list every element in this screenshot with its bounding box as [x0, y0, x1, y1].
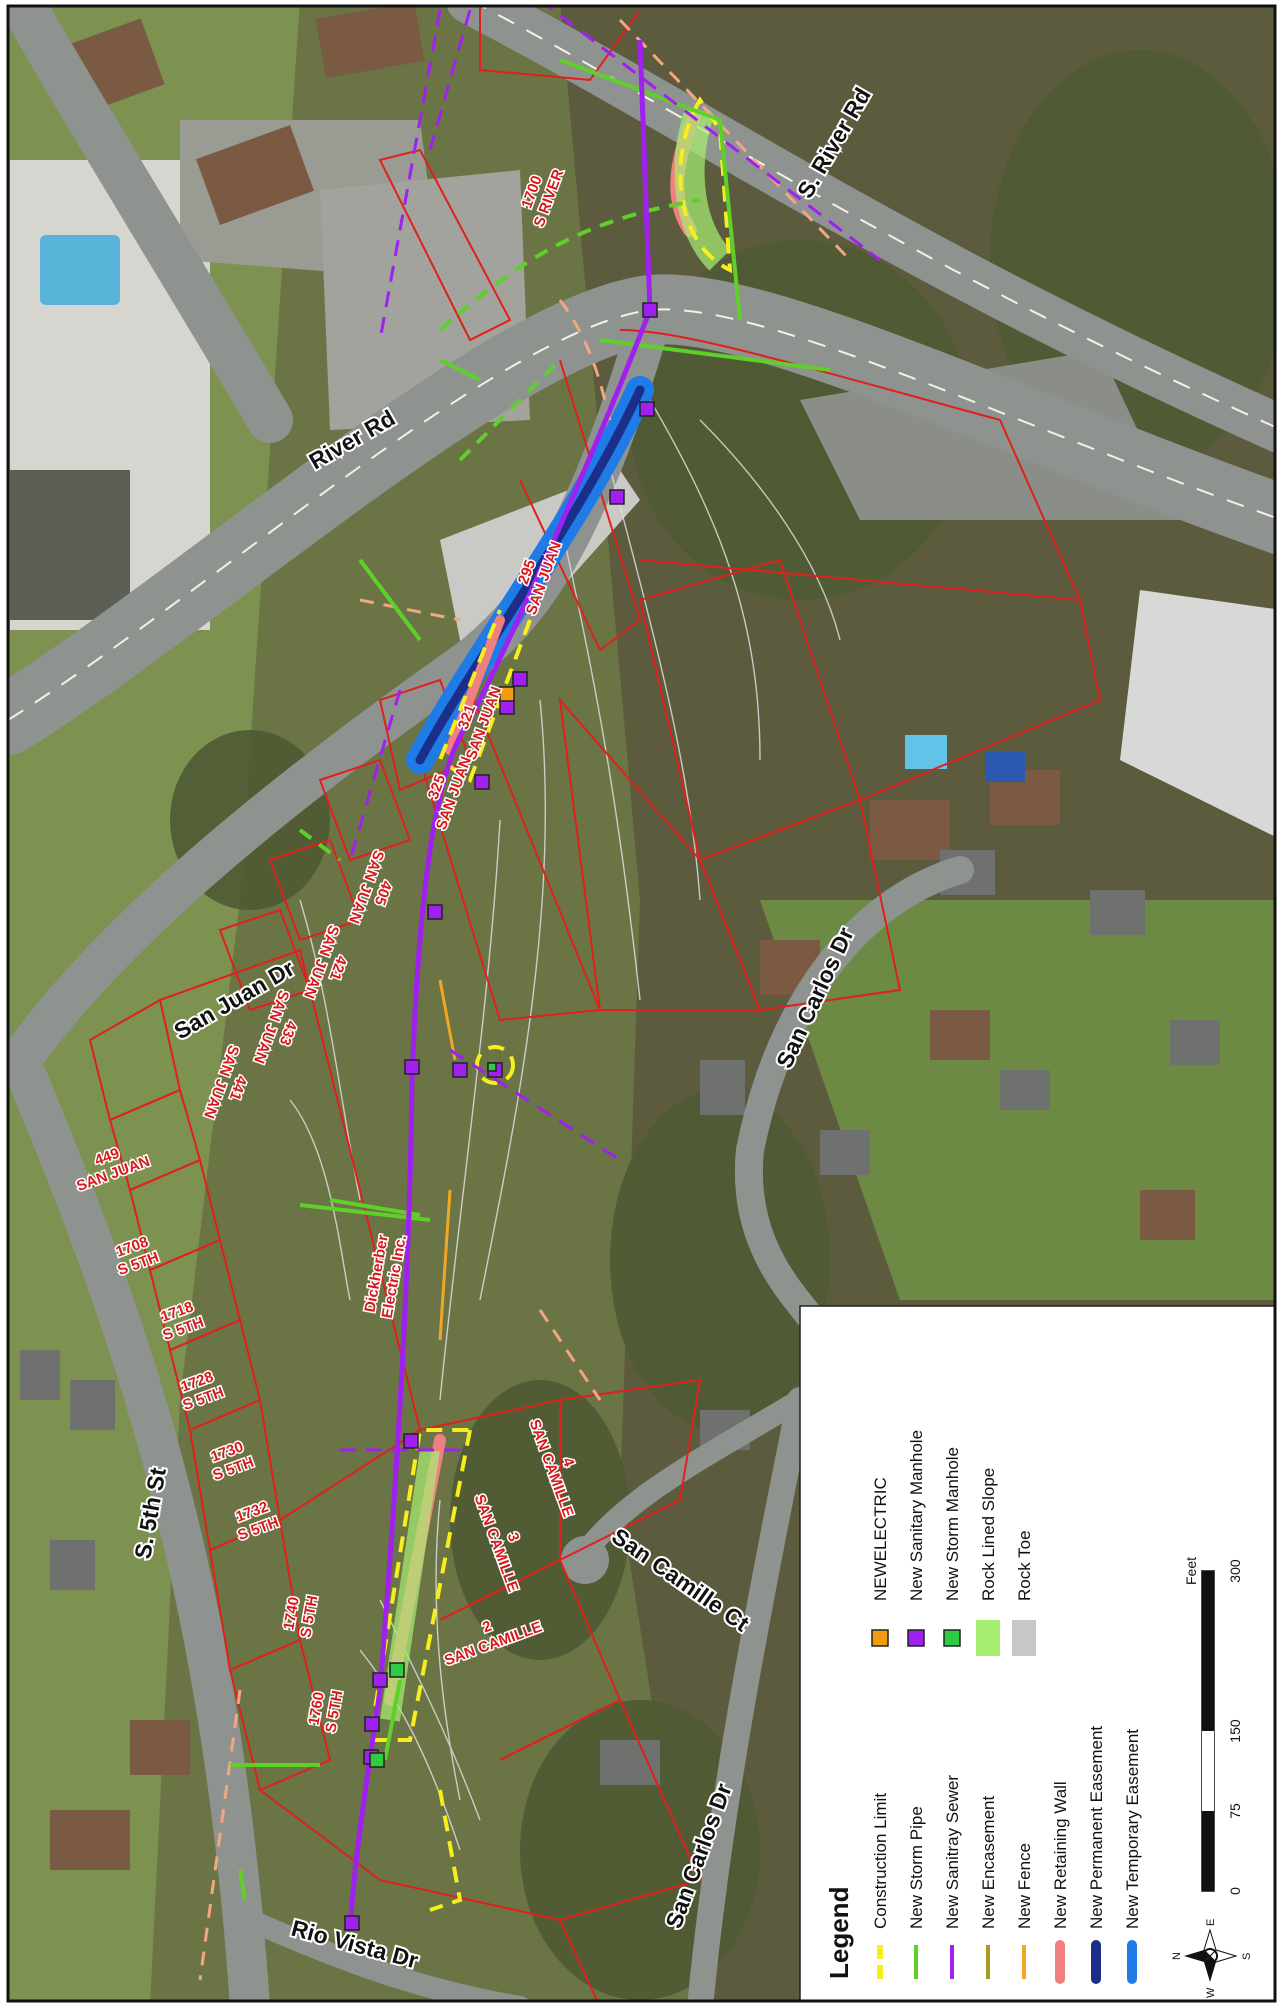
legend-item-sanitary-sewer: New Sanitray Sewer	[943, 1775, 962, 1979]
svg-text:New Retaining Wall: New Retaining Wall	[1051, 1781, 1070, 1929]
permanent-easement	[415, 385, 645, 765]
svg-text:New Encasement: New Encasement	[979, 1795, 998, 1929]
legend-item-rock-toe: Rock Toe	[1012, 1530, 1036, 1656]
svg-text:New Sanitray Sewer: New Sanitray Sewer	[943, 1775, 962, 1929]
parcel-lines	[88, 6, 1102, 2001]
sanitary-manholes	[344, 302, 658, 1931]
svg-text:S: S	[1241, 1953, 1253, 1960]
new-electric-marker	[499, 686, 515, 702]
svg-text:75: 75	[1227, 1803, 1243, 1819]
svg-text:New Fence: New Fence	[1015, 1843, 1034, 1929]
legend-item-permanent-easement: New Permanent Easement	[1087, 1726, 1106, 1984]
legend-item-rock-lined-slope: Rock Lined Slope	[976, 1468, 1000, 1656]
svg-text:300: 300	[1227, 1559, 1243, 1583]
storm-manholes	[369, 1062, 497, 1768]
north-arrow: N E S W	[1171, 1919, 1253, 1998]
svg-text:New Sanitary Manhole: New Sanitary Manhole	[907, 1430, 926, 1601]
legend-item-storm-manhole: New Storm Manhole	[943, 1447, 962, 1647]
svg-text:New Storm Pipe: New Storm Pipe	[907, 1806, 926, 1929]
legend-item-sanitary-manhole: New Sanitary Manhole	[907, 1430, 926, 1647]
svg-text:Rock Lined Slope: Rock Lined Slope	[979, 1468, 998, 1601]
svg-text:NEWELECTRIC: NEWELECTRIC	[871, 1477, 890, 1601]
svg-text:0: 0	[1227, 1887, 1243, 1895]
svg-text:Feet: Feet	[1183, 1557, 1199, 1585]
svg-text:W: W	[1205, 1987, 1217, 1998]
legend-item-encasement: New Encasement	[979, 1795, 998, 1979]
svg-text:Construction Limit: Construction Limit	[871, 1793, 890, 1929]
rock-lined-slope	[674, 105, 732, 271]
svg-text:N: N	[1171, 1952, 1183, 1960]
legend-item-retaining-wall: New Retaining Wall	[1051, 1781, 1070, 1984]
legend-item-fence: New Fence	[1015, 1843, 1034, 1979]
fence	[438, 979, 457, 1341]
legend-item-construction-limit: Construction Limit	[871, 1793, 890, 1979]
svg-text:New Permanent Easement: New Permanent Easement	[1087, 1726, 1106, 1929]
legend-item-storm-pipe: New Storm Pipe	[907, 1806, 926, 1979]
sanitary-sewer	[347, 309, 653, 1931]
scale-bar: 0 75 150 300 Feet	[1183, 1557, 1243, 1895]
svg-text:150: 150	[1227, 1719, 1243, 1743]
legend-item-temporary-easement: New Temporary Easement	[1123, 1729, 1142, 1984]
svg-text:Rock Toe: Rock Toe	[1015, 1530, 1034, 1601]
topo-contours	[289, 399, 841, 1851]
legend-item-new-electric: NEWELECTRIC	[871, 1477, 890, 1647]
temp-lines	[198, 18, 852, 1981]
svg-text:New Storm Manhole: New Storm Manhole	[943, 1447, 962, 1601]
map-border	[6, 4, 1277, 2003]
legend-title: Legend	[824, 1887, 854, 1979]
svg-text:New Temporary Easement: New Temporary Easement	[1123, 1729, 1142, 1929]
retaining-wall	[445, 615, 505, 755]
legend-panel: Legend Construction Limit New Storm Pipe…	[799, 1305, 1276, 2002]
svg-text:E: E	[1205, 1919, 1217, 1926]
